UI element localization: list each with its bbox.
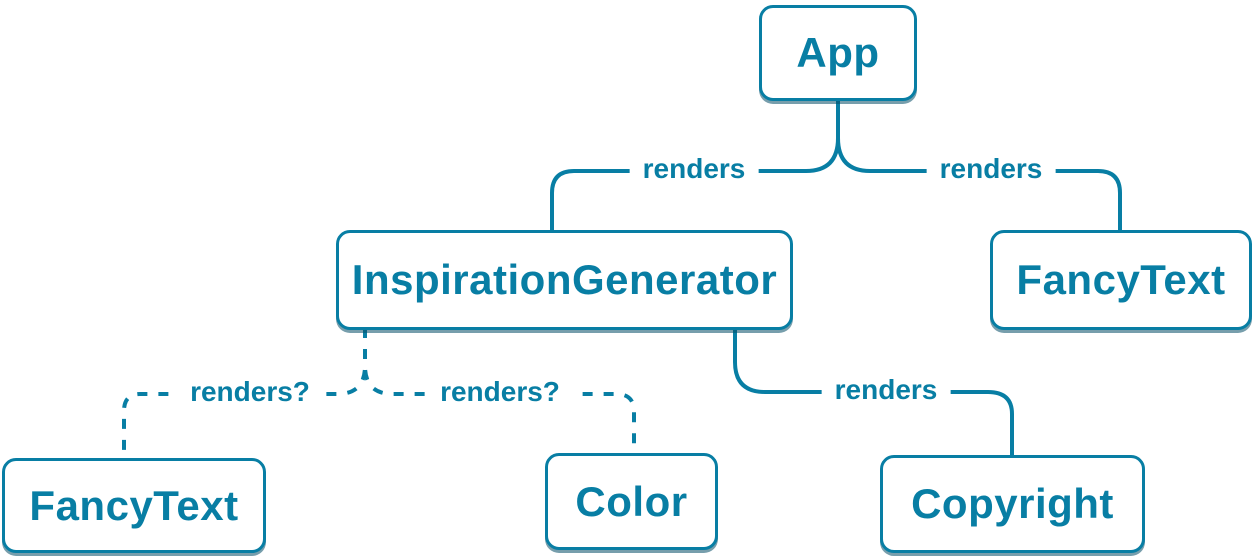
node-fancy-text-top: FancyText (990, 230, 1252, 330)
node-copyright: Copyright (880, 455, 1145, 553)
edge-label-renders-question-left: renders? (177, 374, 323, 410)
edge-label-renders-copyright: renders (821, 372, 951, 408)
edge-label-renders-right: renders (926, 151, 1056, 187)
edge-inspirationgenerator-fancytext (122, 328, 367, 458)
edge-label-renders-question-right: renders? (427, 374, 573, 410)
node-inspiration-generator: InspirationGenerator (336, 230, 793, 330)
node-fancy-text-bottom: FancyText (2, 458, 266, 553)
node-color: Color (545, 453, 718, 550)
node-app: App (759, 5, 917, 101)
edge-label-renders-left: renders (629, 151, 759, 187)
